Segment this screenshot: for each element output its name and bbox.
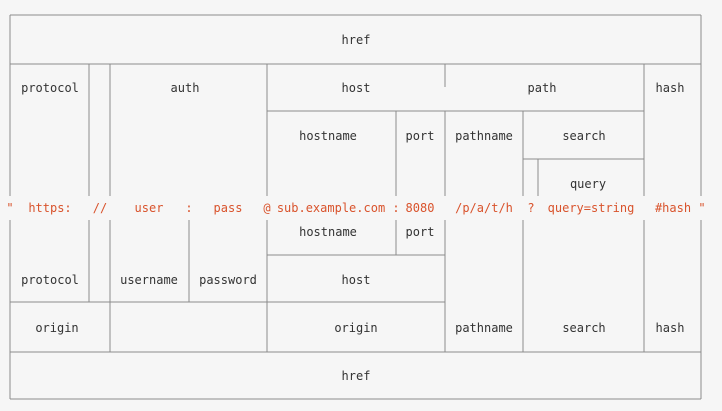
- url-question: ?: [527, 201, 534, 215]
- label-origin-left: origin: [35, 321, 78, 335]
- label-hostname-top: hostname: [299, 129, 357, 143]
- url-port: 8080: [406, 201, 435, 215]
- url-protocol: https:: [28, 201, 71, 215]
- url-pathname: /p/a/t/h: [455, 201, 513, 215]
- label-pathname-top: pathname: [455, 129, 513, 143]
- label-hostname-bottom: hostname: [299, 225, 357, 239]
- label-search-top: search: [562, 129, 605, 143]
- url-hostname: sub.example.com: [277, 201, 385, 215]
- url-close-quote: ": [698, 201, 705, 215]
- label-protocol-top: protocol: [21, 81, 79, 95]
- label-protocol-bottom: protocol: [21, 273, 79, 287]
- url-hash: #hash: [655, 201, 691, 215]
- label-href-bottom: href: [342, 369, 371, 383]
- url-user: user: [135, 201, 164, 215]
- url-slashes: //: [93, 201, 107, 215]
- label-path: path: [528, 81, 557, 95]
- label-password: password: [199, 273, 257, 287]
- label-hash-top: hash: [656, 81, 685, 95]
- url-pass: pass: [214, 201, 243, 215]
- label-host-bottom: host: [342, 273, 371, 287]
- url-query: query=string: [548, 201, 635, 215]
- label-origin-center: origin: [334, 321, 377, 335]
- diagram-lines: [9, 14, 702, 400]
- url-at: @: [263, 201, 270, 215]
- label-username: username: [120, 273, 178, 287]
- url-port-colon: :: [392, 201, 399, 215]
- top-labels: href protocol auth host path hash hostna…: [21, 33, 684, 191]
- label-auth: auth: [171, 81, 200, 95]
- label-port-top: port: [406, 129, 435, 143]
- url-example: " https: // user : pass @ sub.example.co…: [6, 201, 705, 215]
- label-href-top: href: [342, 33, 371, 47]
- label-search-bottom: search: [562, 321, 605, 335]
- label-hash-bottom: hash: [656, 321, 685, 335]
- label-host-top: host: [342, 81, 371, 95]
- bottom-labels: hostname port protocol username password…: [21, 225, 684, 383]
- label-query: query: [570, 177, 606, 191]
- label-pathname-bottom: pathname: [455, 321, 513, 335]
- label-port-bottom: port: [406, 225, 435, 239]
- url-open-quote: ": [6, 201, 13, 215]
- url-colon: :: [185, 201, 192, 215]
